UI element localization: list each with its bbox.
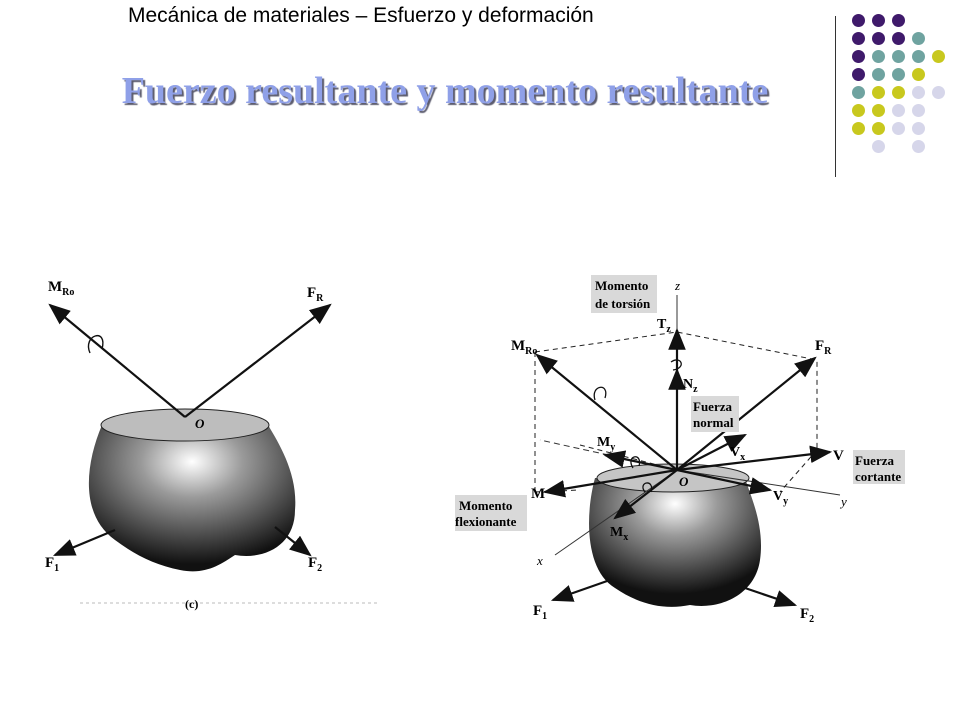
label-f1: F1 (533, 603, 547, 622)
dot (872, 68, 885, 81)
label-y-axis: y (839, 494, 847, 509)
label-f1: F1 (45, 555, 59, 574)
dot (852, 68, 865, 81)
label-vx: Vx (730, 445, 745, 463)
resultant-force-arrow (676, 356, 817, 471)
slide-title: Fuerzo resultante y momento resultante (121, 70, 769, 112)
divider-line (835, 16, 836, 177)
force-f2-arrow (744, 586, 798, 607)
dot (852, 122, 865, 135)
solid-body (88, 425, 296, 572)
label-mx: Mx (610, 525, 628, 543)
dot (872, 122, 885, 135)
label-v: V (833, 448, 844, 464)
force-f1-arrow (550, 578, 611, 602)
label-vy: Vy (773, 489, 788, 507)
dot (912, 122, 925, 135)
dot (892, 14, 905, 27)
right-force-figure: Momento de torsión z Tz MRo FR Nz Fuerza… (455, 275, 905, 625)
label-fuerza-cortante: Fuerza (855, 453, 894, 468)
label-tz: Tz (657, 317, 671, 335)
resultant-moment-arrow (535, 353, 678, 471)
shear-vx-arrow (676, 433, 747, 471)
bending-moment-arrow (542, 468, 678, 498)
dot (872, 140, 885, 153)
dot (852, 14, 865, 27)
dot (912, 86, 925, 99)
label-origin: O (195, 416, 205, 431)
solid-body (589, 478, 762, 607)
dot (892, 50, 905, 63)
dot (852, 50, 865, 63)
decorative-dot-grid (852, 14, 952, 154)
dot (872, 86, 885, 99)
dot (852, 86, 865, 99)
dot (852, 104, 865, 117)
moment-my-arrow (602, 450, 678, 472)
cut-section (100, 408, 270, 442)
dot (892, 68, 905, 81)
label-mro: MRo (48, 279, 74, 298)
dot (912, 104, 925, 117)
label-fr: FR (815, 338, 832, 357)
dot (872, 50, 885, 63)
label-z-axis: z (674, 278, 680, 293)
dot (912, 68, 925, 81)
shear-vy-arrow (676, 468, 773, 495)
moment-rotation-symbol (630, 456, 641, 469)
dot (872, 32, 885, 45)
moment-mx-arrow (613, 469, 678, 520)
dot (932, 86, 945, 99)
label-fuerza-cortante: cortante (855, 469, 901, 484)
dot (892, 122, 905, 135)
dot (912, 50, 925, 63)
label-momento-torsion: de torsión (595, 296, 651, 311)
label-origin: O (679, 474, 689, 489)
label-momento-flexionante: flexionante (455, 514, 517, 529)
force-f2-arrow (274, 526, 312, 557)
dot (872, 14, 885, 27)
dot (892, 32, 905, 45)
resultant-force-arrow (184, 303, 332, 418)
shear-force-arrow (676, 445, 833, 472)
label-f2: F2 (800, 606, 814, 625)
dot (892, 104, 905, 117)
course-header: Mecánica de materiales – Esfuerzo y defo… (128, 4, 594, 27)
force-f1-arrow (52, 528, 116, 557)
label-fuerza-normal: Fuerza (693, 399, 732, 414)
label-f2: F2 (308, 555, 322, 574)
moment-rotation-symbol (670, 359, 682, 371)
label-caption: (c) (185, 597, 198, 611)
dot (912, 32, 925, 45)
dot (852, 32, 865, 45)
resultant-moment-arrow (48, 303, 186, 418)
moment-rotation-symbol (87, 335, 104, 354)
label-momento-flexionante: Momento (459, 498, 512, 513)
label-nz: Nz (683, 377, 698, 395)
label-x-axis: x (536, 553, 543, 568)
label-fr: FR (307, 285, 324, 304)
dot (912, 140, 925, 153)
dot (872, 104, 885, 117)
label-momento-torsion: Momento (595, 278, 648, 293)
moment-rotation-symbol (593, 386, 607, 401)
dot (932, 50, 945, 63)
label-m: M (531, 486, 545, 502)
moment-rotation-symbol (642, 482, 653, 493)
dot (892, 86, 905, 99)
left-force-figure: MRo FR O F1 F2 (c) (45, 279, 380, 611)
label-my: My (597, 435, 615, 453)
label-mro: MRo (511, 338, 537, 357)
label-fuerza-normal: normal (693, 415, 734, 430)
